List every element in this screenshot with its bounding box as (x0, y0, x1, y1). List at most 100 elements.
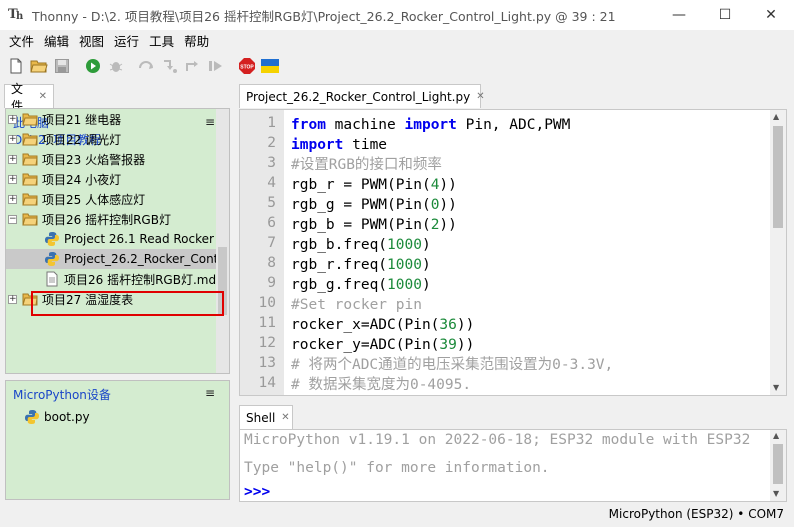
code-line[interactable]: #Set rocker pin (291, 295, 422, 315)
open-file-button[interactable] (29, 56, 49, 76)
line-number: 10 (258, 295, 276, 311)
debug-button[interactable] (106, 56, 126, 76)
maximize-button[interactable]: ☐ (718, 7, 732, 23)
editor-scrollbar-thumb[interactable] (773, 126, 783, 228)
scroll-up-icon[interactable]: ▲ (773, 112, 780, 121)
run-button[interactable] (83, 56, 103, 76)
step-out-button[interactable] (183, 56, 203, 76)
folder-icon (22, 171, 38, 187)
line-number: 11 (258, 315, 276, 331)
expand-icon[interactable]: + (8, 133, 17, 144)
close-tab-icon[interactable]: ✕ (38, 91, 47, 102)
save-file-button[interactable] (52, 56, 72, 76)
device-menu-icon[interactable]: ≡ (204, 386, 215, 400)
expand-icon[interactable]: + (8, 193, 17, 204)
menu-view[interactable]: 视图 (79, 33, 105, 49)
expand-icon[interactable]: + (8, 173, 17, 184)
status-bar[interactable]: MicroPython (ESP32) • COM7 (609, 507, 784, 521)
editor-scrollbar[interactable]: ▲ ▼ (770, 110, 786, 395)
step-over-button[interactable] (137, 56, 157, 76)
step-into-button[interactable] (160, 56, 180, 76)
table-row[interactable]: + 项目23 火焰警报器 (6, 149, 229, 169)
code-line[interactable]: rgb_b.freq(1000) (291, 235, 431, 255)
expand-icon[interactable]: + (8, 293, 17, 304)
line-number: 3 (267, 155, 276, 171)
code-line[interactable]: rgb_b = PWM(Pin(2)) (291, 215, 457, 235)
code-line[interactable]: rocker_x=ADC(Pin(36)) (291, 315, 474, 335)
table-row[interactable]: + 项目24 小夜灯 (6, 169, 229, 189)
tab-files[interactable]: 文件 ✕ (4, 82, 54, 113)
code-line[interactable]: #设置RGB的接口和频率 (291, 155, 442, 175)
menu-tools[interactable]: 工具 (149, 33, 175, 49)
code-text: )) (456, 317, 475, 333)
code-line[interactable]: rocker_y=ADC(Pin(39)) (291, 335, 474, 355)
minimize-button[interactable]: — (672, 7, 686, 23)
resume-button[interactable] (206, 56, 226, 76)
tab-editor-file[interactable]: Project_26.2_Rocker_Control_Light.py ✕ (239, 84, 485, 108)
code-line[interactable]: rgb_g = PWM(Pin(0)) (291, 195, 457, 215)
menu-edit[interactable]: 编辑 (44, 33, 70, 49)
code-text: )) (439, 197, 457, 213)
files-scrollbar[interactable] (216, 109, 229, 373)
code-line[interactable]: rgb_r.freq(1000) (291, 255, 431, 275)
code-line[interactable]: # 将两个ADC通道的电压采集范围设置为0-3.3V, (291, 355, 613, 375)
code-number: 36 (439, 317, 457, 333)
scroll-up-icon[interactable]: ▲ (773, 431, 780, 440)
ukraine-flag-button[interactable] (260, 56, 280, 76)
expand-icon[interactable]: + (8, 153, 17, 164)
interpreter-label[interactable]: MicroPython (ESP32) (608, 507, 734, 521)
table-row[interactable]: +项目25 人体感应灯 (6, 189, 229, 209)
table-row[interactable]: Project_26.2_Rocker_Contr (6, 249, 229, 269)
code-line[interactable]: import time (291, 135, 387, 155)
table-row[interactable]: − 项目26 摇杆控制RGB灯 (6, 209, 229, 229)
shell-scrollbar[interactable]: ▲ ▼ (770, 430, 786, 501)
code-line[interactable]: rgb_g.freq(1000) (291, 275, 431, 295)
files-scrollbar-thumb[interactable] (218, 247, 227, 315)
table-row[interactable]: +项目27 温湿度表 (6, 289, 229, 309)
table-row[interactable]: +项目21 继电器 (6, 109, 229, 129)
file-tree-label: Project 26.1 Read Rocker (64, 232, 214, 246)
menu-help[interactable]: 帮助 (184, 33, 210, 49)
selection-highlight-box (31, 291, 224, 316)
files-panel: 此电脑 D: \ 2. 项目教程 ≡ +项目21 继电器+项目22 调光灯+项目… (5, 108, 230, 374)
code-text: Pin, ADC,PWM (456, 117, 571, 133)
code-text: ) (421, 257, 431, 273)
table-row[interactable]: Project 26.1 Read Rocker (6, 229, 229, 249)
editor-tab-label: Project_26.2_Rocker_Control_Light.py (246, 89, 471, 104)
stop-button[interactable]: STOP (237, 56, 257, 76)
scroll-down-icon[interactable]: ▼ (773, 489, 780, 498)
code-line[interactable]: # 数据采集宽度为0-4095. (291, 375, 471, 395)
file-tree-label: 项目23 火焰警报器 (42, 152, 146, 167)
files-menu-icon[interactable]: ≡ (204, 115, 215, 129)
file-tree-label: 项目24 小夜灯 (42, 172, 122, 187)
code-keyword: from (291, 117, 326, 133)
new-file-button[interactable] (6, 56, 26, 76)
table-row[interactable]: +项目22 调光灯 (6, 129, 229, 149)
code-line[interactable]: from machine import Pin, ADC,PWM (291, 115, 570, 135)
line-number: 1 (267, 115, 276, 131)
status-separator: • (737, 507, 745, 521)
list-item[interactable]: boot.py (24, 407, 204, 427)
close-button[interactable]: ✕ (765, 7, 777, 23)
port-label[interactable]: COM7 (748, 507, 784, 521)
code-text: ) (421, 277, 431, 293)
code-number: 0 (430, 197, 440, 213)
save-icon (55, 59, 69, 73)
scroll-down-icon[interactable]: ▼ (773, 383, 780, 392)
close-tab-icon[interactable]: ✕ (281, 412, 290, 423)
menu-run[interactable]: 运行 (114, 33, 140, 49)
collapse-icon[interactable]: − (8, 213, 17, 224)
close-tab-icon[interactable]: ✕ (476, 91, 485, 102)
table-row[interactable]: 项目26 摇杆控制RGB灯.md (6, 269, 229, 289)
menu-file[interactable]: 文件 (9, 33, 35, 49)
line-number: 2 (267, 135, 276, 151)
tab-shell[interactable]: Shell ✕ (239, 405, 293, 429)
shell-prompt-line[interactable]: >>> (244, 484, 270, 500)
shell-scrollbar-thumb[interactable] (773, 444, 783, 484)
file-tree-label: 项目26 摇杆控制RGB灯 (42, 212, 171, 227)
code-line[interactable]: rgb_r = PWM(Pin(4)) (291, 175, 457, 195)
expand-icon[interactable]: + (8, 113, 17, 124)
code-keyword: import (291, 137, 344, 153)
shell-console[interactable]: MicroPython v1.19.1 on 2022-06-18; ESP32… (239, 429, 787, 502)
